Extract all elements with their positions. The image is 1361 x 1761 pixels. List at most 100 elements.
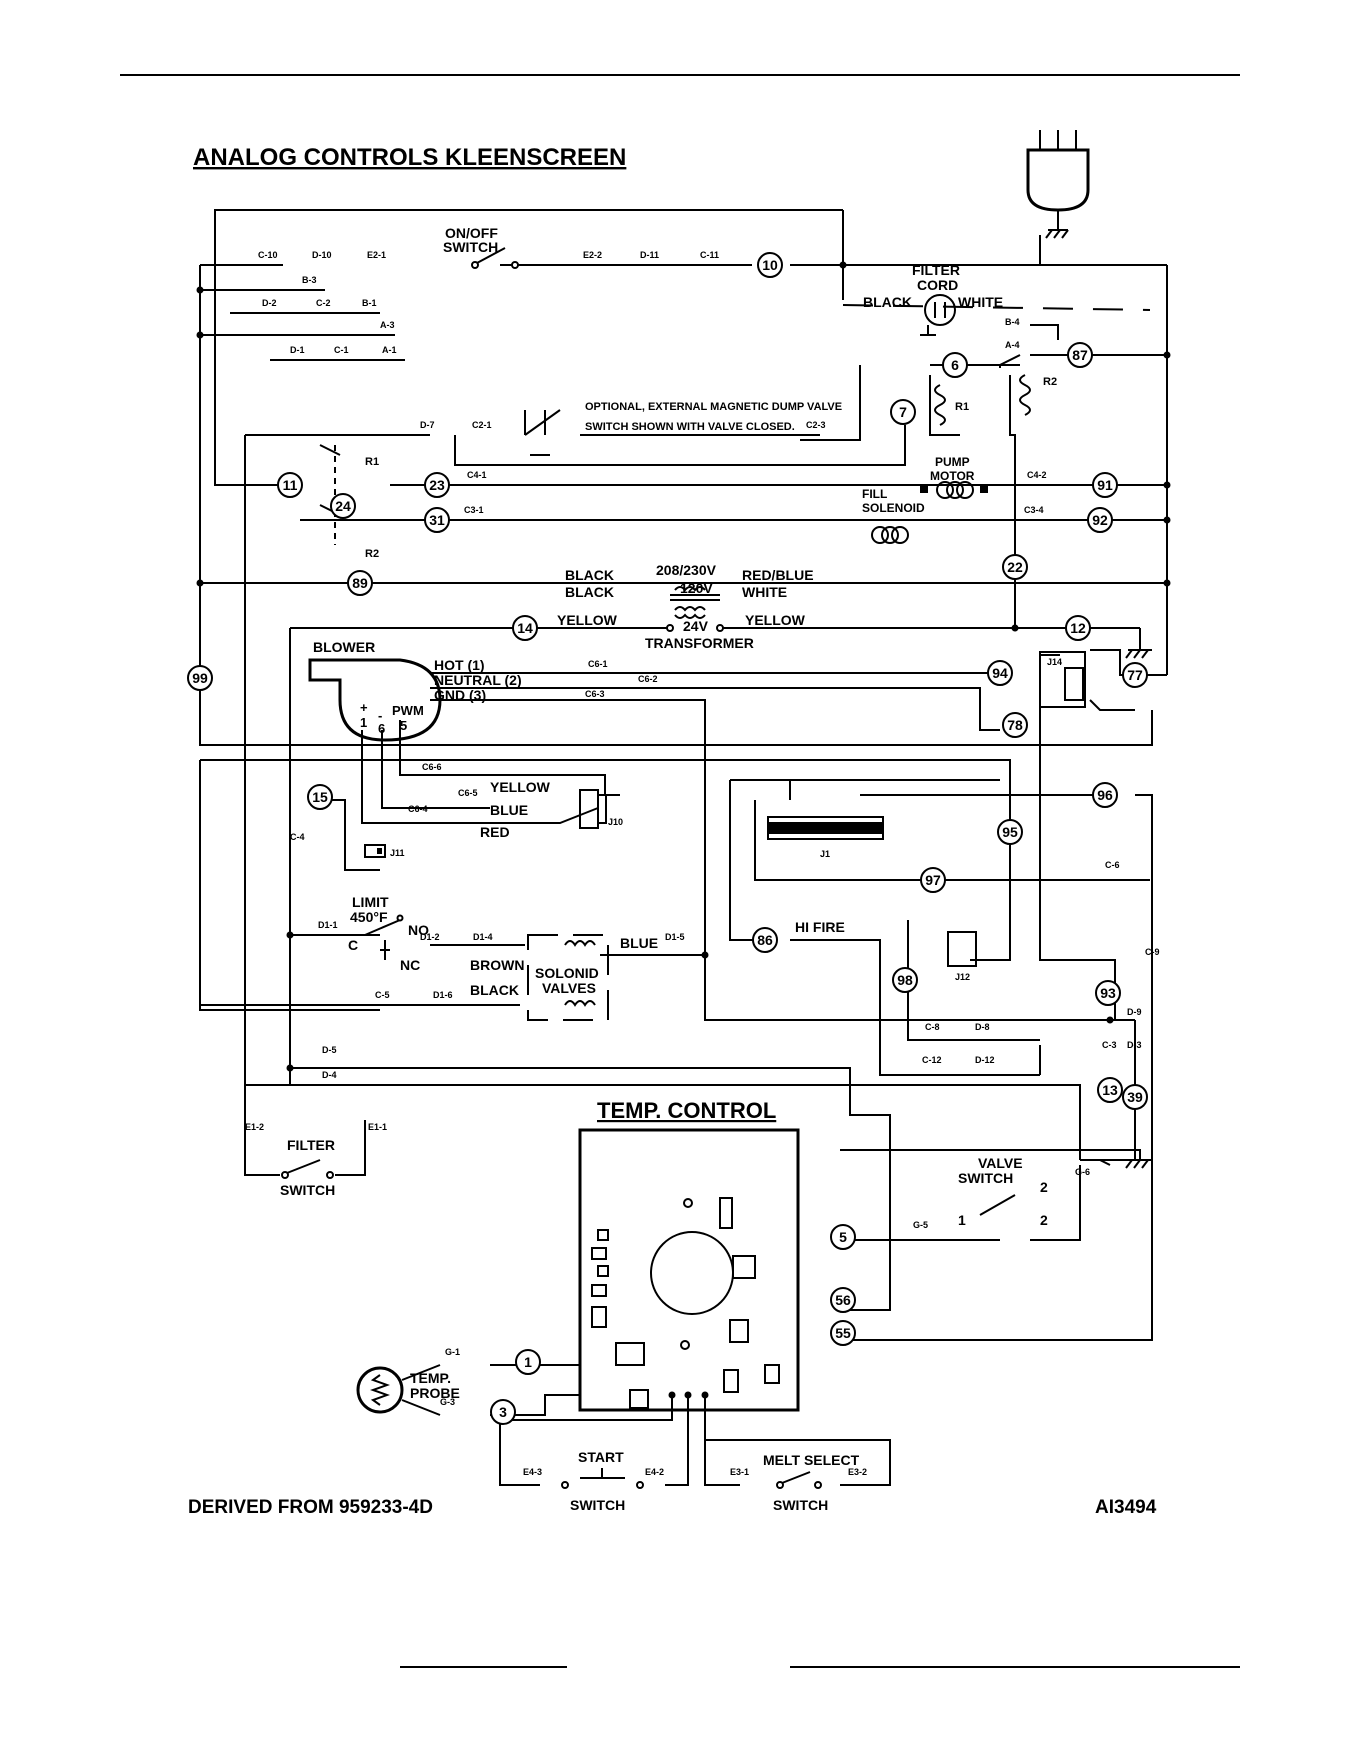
filter-switch-label: FILTER <box>287 1137 335 1153</box>
connector-label-e1-1: E1-1 <box>368 1122 387 1132</box>
temp-control-title: TEMP. CONTROL <box>597 1098 776 1123</box>
relay-label-r1: R1 <box>955 401 969 413</box>
transformer-icon <box>666 586 724 632</box>
connector-label-e4-3: E4-3 <box>523 1467 542 1477</box>
start-switch <box>561 1468 644 1489</box>
connector-label-c6-4: C6-4 <box>408 804 428 814</box>
wire-number-97: 97 <box>920 867 946 893</box>
wire-number-31: 31 <box>424 507 450 533</box>
connector-label-c-6: C-6 <box>1105 860 1120 870</box>
filter-cord-label-1: FILTER <box>912 262 960 278</box>
wire-number-13: 13 <box>1097 1077 1123 1103</box>
blower-minus: - <box>378 708 382 723</box>
connector-label-d1-2: D1-2 <box>420 932 440 942</box>
connector-label-e1-2: E1-2 <box>245 1122 264 1132</box>
valve-switch-pos-2a: 2 <box>1040 1179 1048 1195</box>
wire-number-6: 6 <box>942 352 968 378</box>
wire-number-56: 56 <box>830 1287 856 1313</box>
wire-number-77: 77 <box>1122 662 1148 688</box>
relay-coil-r1 <box>934 384 946 426</box>
svg-text:92: 92 <box>1092 512 1108 528</box>
yellow-left: YELLOW <box>557 612 618 628</box>
blower-icon <box>308 658 442 742</box>
svg-text:22: 22 <box>1007 559 1023 575</box>
svg-text:14: 14 <box>517 620 533 636</box>
transformer-v3: 24V <box>683 618 709 634</box>
svg-text:7: 7 <box>899 404 907 420</box>
svg-text:3: 3 <box>499 1404 507 1420</box>
melt-select-label: MELT SELECT <box>763 1452 860 1468</box>
svg-text:6: 6 <box>951 357 959 373</box>
connector-label-c-11: C-11 <box>700 250 719 260</box>
wire-number-39: 39 <box>1122 1084 1148 1110</box>
solenoid-valves-icon <box>527 934 609 1021</box>
wire-number-95: 95 <box>997 819 1023 845</box>
relay-coil-r2 <box>1019 374 1031 416</box>
wire-number-14: 14 <box>512 615 538 641</box>
wire-number-96: 96 <box>1092 782 1118 808</box>
connector-label-d-7: D-7 <box>420 420 435 430</box>
connector-label-c-8: C-8 <box>925 1022 940 1032</box>
pump-motor-coil-icon <box>920 481 988 499</box>
wire-number-11: 11 <box>277 472 303 498</box>
wire-number-98: 98 <box>892 967 918 993</box>
connector-label-d1-4: D1-4 <box>473 932 493 942</box>
limit-nc: NC <box>400 957 420 973</box>
svg-text:55: 55 <box>835 1325 851 1341</box>
junction-dots <box>196 261 1171 1399</box>
solenoid-valves-label-2: VALVES <box>542 980 596 996</box>
transformer-v2: 120V <box>680 580 713 596</box>
temp-probe-label-2: PROBE <box>410 1385 460 1401</box>
svg-text:99: 99 <box>192 670 208 686</box>
wire-number-7: 7 <box>890 399 916 425</box>
connector-j14 <box>1039 651 1086 708</box>
limit-no: NO <box>408 922 429 938</box>
wire-blue: BLUE <box>490 802 528 818</box>
wire-black-sv: BLACK <box>470 982 519 998</box>
blower-pin-6: 6 <box>378 721 385 736</box>
svg-text:12: 12 <box>1070 620 1086 636</box>
fill-solenoid-label-2: SOLENOID <box>862 501 925 515</box>
fill-solenoid-label-1: FILL <box>862 487 887 501</box>
connector-label-c-5: C-5 <box>375 990 390 1000</box>
transformer-white: WHITE <box>742 584 787 600</box>
svg-text:15: 15 <box>312 789 328 805</box>
svg-text:10: 10 <box>762 257 778 273</box>
j10-label: J10 <box>608 817 623 827</box>
svg-text:98: 98 <box>897 972 913 988</box>
connector-label-d1-6: D1-6 <box>433 990 453 1000</box>
connector-label-c-4: C-4 <box>290 832 305 842</box>
melt-select-switch-label: SWITCH <box>773 1497 828 1513</box>
connector-label-g-3: G-3 <box>440 1397 455 1407</box>
connector-j12 <box>947 931 977 967</box>
connector-label-e3-1: E3-1 <box>730 1467 749 1477</box>
limit-label-2: 450°F <box>350 909 388 925</box>
connector-j10 <box>579 789 607 829</box>
connector-label-d-5: D-5 <box>322 1045 337 1055</box>
connector-label-d-8: D-8 <box>975 1022 990 1032</box>
connector-label-d-1: D-1 <box>290 345 305 355</box>
svg-text:86: 86 <box>757 932 773 948</box>
wire-number-92: 92 <box>1087 507 1113 533</box>
connector-label-c-9: C-9 <box>1145 947 1160 957</box>
svg-text:56: 56 <box>835 1292 851 1308</box>
svg-text:96: 96 <box>1097 787 1113 803</box>
svg-text:78: 78 <box>1007 717 1023 733</box>
connector-label-c6-2: C6-2 <box>638 674 658 684</box>
svg-text:89: 89 <box>352 575 368 591</box>
dump-valve-switch <box>524 409 561 456</box>
transformer-label: TRANSFORMER <box>645 635 754 651</box>
svg-text:13: 13 <box>1102 1082 1118 1098</box>
j14-label: J14 <box>1047 657 1062 667</box>
wire-number-15: 15 <box>307 784 333 810</box>
connector-j11 <box>364 844 386 858</box>
connector-label-a-3: A-3 <box>380 320 395 330</box>
connector-label-c-2: C-2 <box>316 298 331 308</box>
hi-fire-label: HI FIRE <box>795 919 845 935</box>
connector-label-e3-2: E3-2 <box>848 1467 867 1477</box>
connector-label-d-2: D-2 <box>262 298 277 308</box>
connector-label-d1-1: D1-1 <box>318 920 338 930</box>
svg-text:93: 93 <box>1100 985 1116 1001</box>
solenoid-valves-label-1: SOLONID <box>535 965 599 981</box>
wire-number-23: 23 <box>424 472 450 498</box>
